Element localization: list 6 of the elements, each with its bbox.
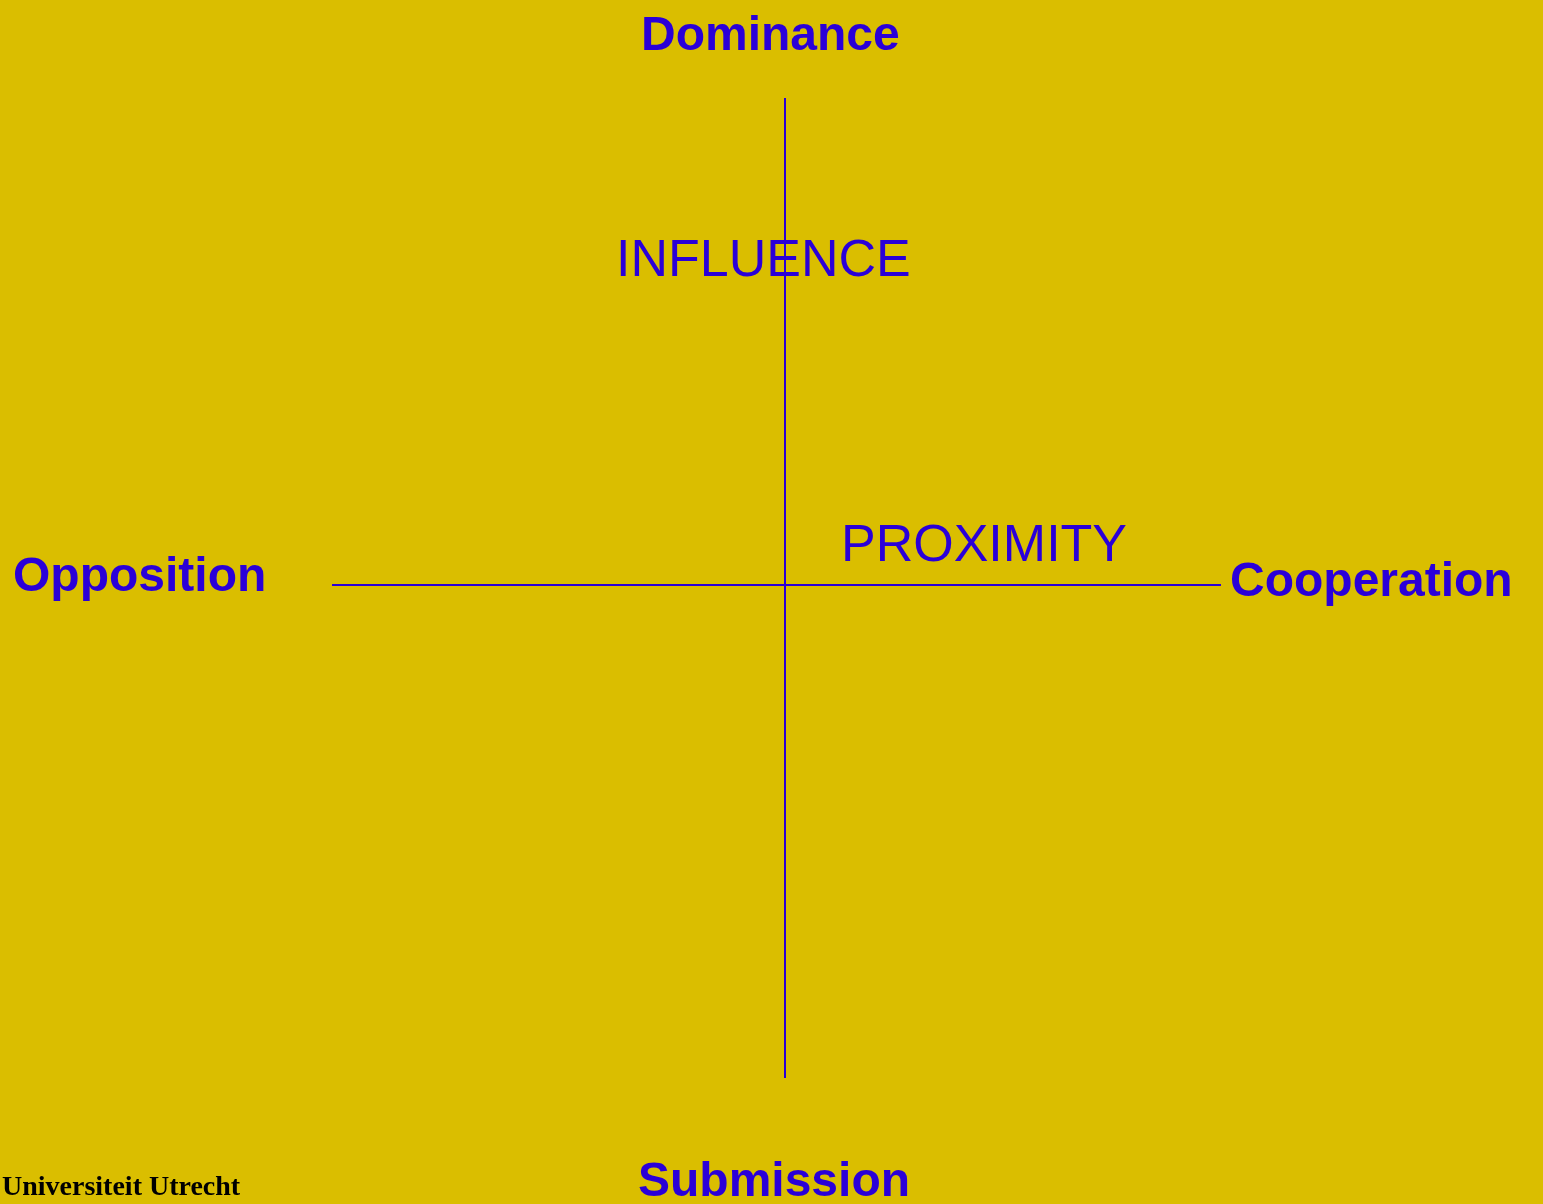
axis-label: Dominance [641, 6, 900, 62]
axis-label: Opposition [13, 547, 267, 603]
footer-text: Universiteit Utrecht [2, 1169, 241, 1203]
axis-label: Cooperation [1230, 552, 1513, 608]
dimension-label: PROXIMITY [841, 513, 1128, 574]
axis-label: Submission [638, 1152, 911, 1204]
